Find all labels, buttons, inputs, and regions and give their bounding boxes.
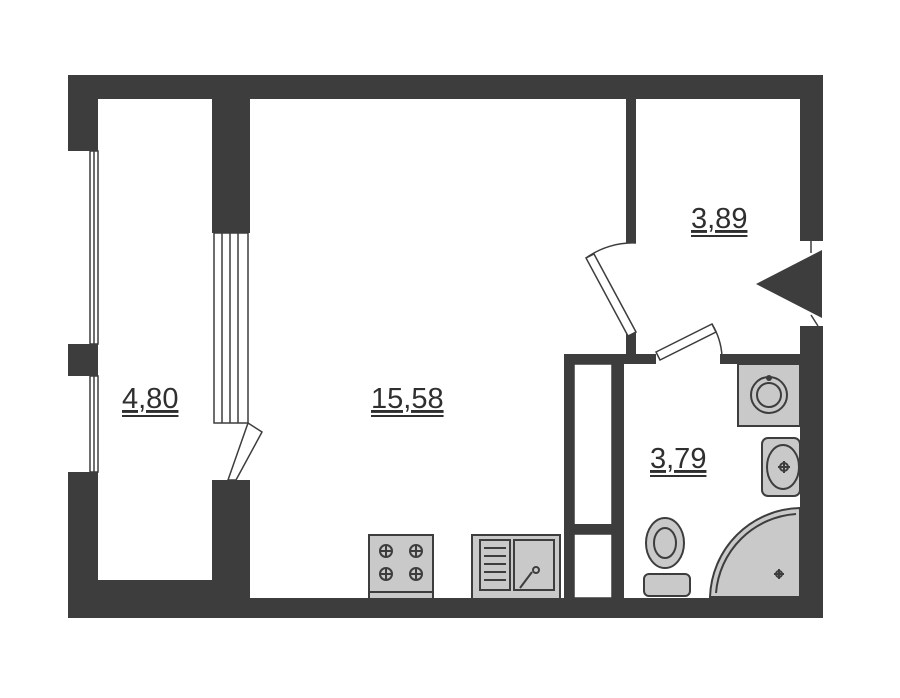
washing-machine-icon [737,363,801,427]
hall-door[interactable] [584,242,638,337]
hall-partition [626,97,636,356]
washbasin-icon [761,437,801,497]
room-hall: 3,89 [691,203,748,237]
balcony-door-glazing [213,232,249,424]
entrance-arrow-icon [756,241,822,327]
room-balcony: 4,80 [122,383,179,417]
hall-area-label: 3,89 [691,203,747,235]
stove-icon [368,534,434,600]
room-living: 15,58 [371,383,444,417]
sink-icon [471,534,561,600]
closet [564,354,624,600]
shower-icon [708,506,801,598]
balcony-area-label: 4,80 [122,383,178,415]
living-area-label: 15,58 [371,383,444,415]
room-bathroom: 3,79 [650,443,707,477]
outer-walls [68,75,823,618]
bathroom-area-label: 3,79 [650,443,706,475]
balcony-partition [212,75,250,618]
toilet-icon [643,517,691,597]
balcony-window [89,150,99,473]
balcony-door[interactable] [226,421,263,481]
bathroom-top-wall [564,354,802,364]
bathroom-door[interactable] [654,322,723,362]
